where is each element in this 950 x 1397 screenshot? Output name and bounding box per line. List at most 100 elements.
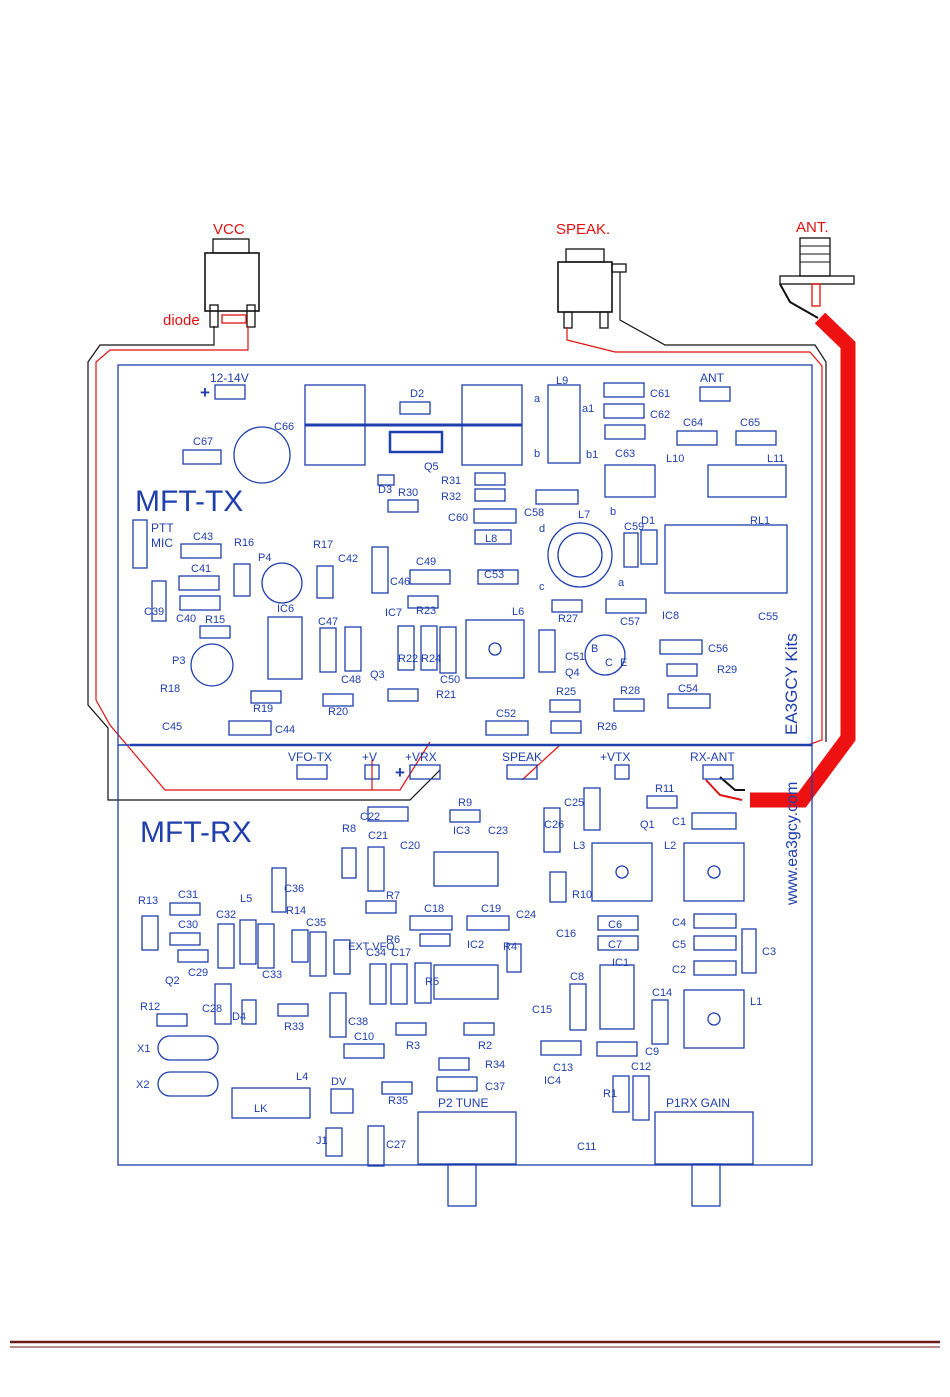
q5-transistor	[388, 430, 444, 454]
component-label: R7	[386, 890, 400, 902]
component-label: L5	[240, 893, 252, 905]
pad-ant-label: ANT	[700, 371, 725, 385]
component-label: J1	[316, 1135, 328, 1147]
l4-coil	[231, 1087, 311, 1119]
component-label: C20	[400, 840, 420, 852]
pad-ant	[699, 386, 731, 402]
component-label: X2	[136, 1079, 149, 1091]
component-label: IC6	[277, 603, 294, 615]
p2-shaft	[447, 1163, 477, 1207]
component-label: C51	[565, 651, 585, 663]
component-label: C39	[144, 606, 164, 618]
component-label: R12	[140, 1001, 160, 1013]
pad-rx-ant	[702, 764, 734, 780]
component-label: R32	[441, 491, 461, 503]
component-label: E	[620, 657, 627, 669]
component-label: C34	[366, 947, 386, 959]
component-label: R5	[425, 976, 439, 988]
component-label: C56	[708, 643, 728, 655]
component-label: c	[539, 581, 545, 593]
component-label: Q5	[424, 461, 439, 473]
component-label: EXT VFO	[348, 941, 395, 953]
component-label: C	[605, 657, 613, 669]
l10-coil	[604, 464, 656, 498]
p4-trimmer	[261, 562, 303, 604]
component-label: C40	[176, 613, 196, 625]
ant-connector-label: ANT.	[796, 219, 829, 236]
component-label: C10	[354, 1031, 374, 1043]
component-label: R24	[421, 653, 441, 665]
component-label: R28	[620, 685, 640, 697]
component-label: C58	[524, 507, 544, 519]
brand-label: EA3GCY Kits	[782, 633, 801, 735]
component-label: R21	[436, 689, 456, 701]
component-label: R15	[205, 614, 225, 626]
wiring	[87, 272, 827, 801]
component-label: C63	[615, 448, 635, 460]
pad-12-14v	[214, 384, 246, 400]
component-label: B	[591, 643, 598, 655]
component-label: C12	[631, 1061, 651, 1073]
component-label: C45	[162, 721, 182, 733]
component-label: C35	[306, 917, 326, 929]
component-label: C55	[758, 611, 778, 623]
pad-rx-ant-label: RX-ANT	[690, 750, 735, 764]
component-label: C32	[216, 909, 236, 921]
component-label: C22	[360, 811, 380, 823]
component-label: R14	[286, 905, 306, 917]
component-label: C46	[390, 576, 410, 588]
l2-core	[707, 865, 721, 879]
component-label: Q3	[370, 669, 385, 681]
component-label: D1	[641, 515, 655, 527]
component-label: L4	[296, 1071, 308, 1083]
component-label: IC8	[662, 610, 679, 622]
antenna-coax-cable	[750, 312, 856, 808]
ic2-chip	[433, 964, 499, 1000]
l3-core	[615, 865, 629, 879]
pad-12-14v-label: 12-14V	[210, 371, 249, 385]
l1-coil	[683, 989, 745, 1049]
l7-toroid-inner	[557, 532, 603, 578]
plus-icon-2: +	[395, 763, 405, 782]
rl1-relay	[664, 524, 788, 594]
x2-crystal	[157, 1071, 219, 1097]
component-label: d	[539, 523, 545, 535]
component-label: DV	[331, 1076, 347, 1088]
component-label: C43	[193, 531, 213, 543]
component-label: C37	[485, 1081, 505, 1093]
component-label: R10	[572, 889, 592, 901]
component-label: C38	[348, 1016, 368, 1028]
l6-coil	[465, 619, 525, 679]
component-label: R9	[458, 797, 472, 809]
component-label: b	[610, 506, 616, 518]
component-label: C1	[672, 816, 686, 828]
component-label: IC7	[385, 607, 402, 619]
component-label: LK	[254, 1103, 268, 1115]
p1-gain-pot	[654, 1111, 754, 1165]
component-label: C25	[564, 797, 584, 809]
component-label: R17	[313, 539, 333, 551]
pad-vfo-tx-label: VFO-TX	[288, 750, 332, 764]
pad-vtx	[614, 764, 630, 780]
component-label: C36	[284, 883, 304, 895]
component-label: C53	[484, 569, 504, 581]
component-label: Q1	[640, 819, 655, 831]
component-label: C64	[683, 417, 703, 429]
pad-v-label: +V	[362, 750, 377, 764]
l2-coil	[683, 842, 745, 902]
component-label: L2	[664, 840, 676, 852]
component-label: L10	[666, 453, 684, 465]
component-label: C2	[672, 964, 686, 976]
component-label: C62	[650, 409, 670, 421]
component-label: a	[618, 577, 625, 589]
component-label: C57	[620, 616, 640, 628]
component-label: C15	[532, 1004, 552, 1016]
component-label: R34	[485, 1059, 505, 1071]
component-label: C21	[368, 830, 388, 842]
x1-crystal	[157, 1035, 219, 1061]
ic1-chip	[599, 964, 635, 1030]
pad-speak	[506, 764, 538, 780]
component-label: C33	[262, 969, 282, 981]
component-label: C47	[318, 616, 338, 628]
